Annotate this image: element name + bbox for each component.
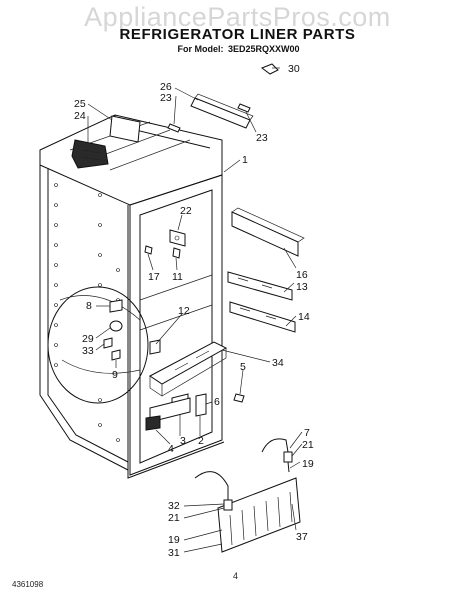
- page-title: REFRIGERATOR LINER PARTS: [119, 26, 356, 43]
- callout-26: 26: [160, 81, 172, 93]
- callout-37: 37: [296, 531, 308, 543]
- watermark: AppliancePartsPros.com: [84, 2, 391, 32]
- part-14-rail: [229, 301, 296, 333]
- callout-5: 5: [240, 361, 246, 373]
- part-30-clip: [260, 63, 279, 75]
- leader-lines: [87, 67, 303, 553]
- part-29-33-valve: [103, 320, 123, 349]
- callout-24: 24: [74, 110, 86, 122]
- callout-3: 3: [180, 435, 186, 447]
- callout-29: 29: [82, 333, 94, 345]
- callout-6: 6: [214, 396, 220, 408]
- part-12-fastener: [149, 339, 161, 355]
- part-26-channel: [190, 97, 251, 129]
- part-17-screw: [144, 245, 153, 255]
- part-4-block: [145, 415, 161, 431]
- callout-19b: 19: [168, 534, 180, 546]
- callout-23b: 23: [256, 132, 268, 144]
- callout-11: 11: [172, 271, 183, 283]
- callout-21b: 21: [168, 512, 180, 524]
- detail-circle: [47, 286, 149, 404]
- callout-25: 25: [74, 98, 86, 110]
- callout-4: 4: [168, 443, 174, 455]
- callout-9: 9: [112, 369, 118, 381]
- callout-22: 22: [180, 205, 192, 217]
- part-11-screw: [172, 247, 181, 259]
- callout-30: 30: [288, 63, 300, 75]
- part-7-tubing: [261, 438, 289, 453]
- callout-13: 13: [296, 281, 308, 293]
- part-32-tubing: [194, 471, 229, 500]
- model-subtitle: For Model: 3ED25RQXXW00: [0, 44, 475, 54]
- callout-8: 8: [86, 300, 92, 312]
- callout-33: 33: [82, 345, 94, 357]
- part-5-screw: [233, 393, 245, 403]
- part-21-fitting: [283, 451, 293, 463]
- part-37-tray: [217, 477, 301, 553]
- part-16-support: [231, 211, 299, 257]
- part-8-bracket: [109, 299, 123, 313]
- liner-holes: [54, 183, 120, 442]
- callout-21: 21: [302, 439, 314, 451]
- document-code: 4361098: [12, 580, 44, 589]
- part-13-rail: [227, 271, 293, 301]
- callout-7: 7: [304, 427, 310, 439]
- callout-14: 14: [298, 311, 310, 323]
- model-label: For Model:: [177, 44, 224, 54]
- part-9-clip: [111, 349, 121, 361]
- part-21b-fitting: [223, 499, 233, 511]
- model-number: 3ED25RQXXW00: [227, 44, 300, 54]
- callout-1: 1: [242, 154, 248, 166]
- page-number: 4: [233, 571, 239, 581]
- part-22-bracket: [169, 229, 186, 247]
- callout-32: 32: [168, 500, 180, 512]
- callout-34: 34: [272, 357, 284, 369]
- part-19-tube: [287, 461, 290, 473]
- callout-19: 19: [302, 458, 314, 470]
- callout-23: 23: [160, 92, 172, 104]
- callout-12: 12: [178, 305, 190, 317]
- callout-31: 31: [168, 547, 180, 559]
- callout-16: 16: [296, 269, 308, 281]
- callout-17: 17: [148, 271, 160, 283]
- part-24-25-housing: [71, 115, 141, 169]
- callout-labels: 30 26 23 25 24 23 1 22 17 11 16 13 14 8 …: [74, 63, 314, 559]
- liner-body: [39, 114, 225, 479]
- callout-2: 2: [198, 435, 204, 447]
- part-23-screws: [167, 103, 251, 133]
